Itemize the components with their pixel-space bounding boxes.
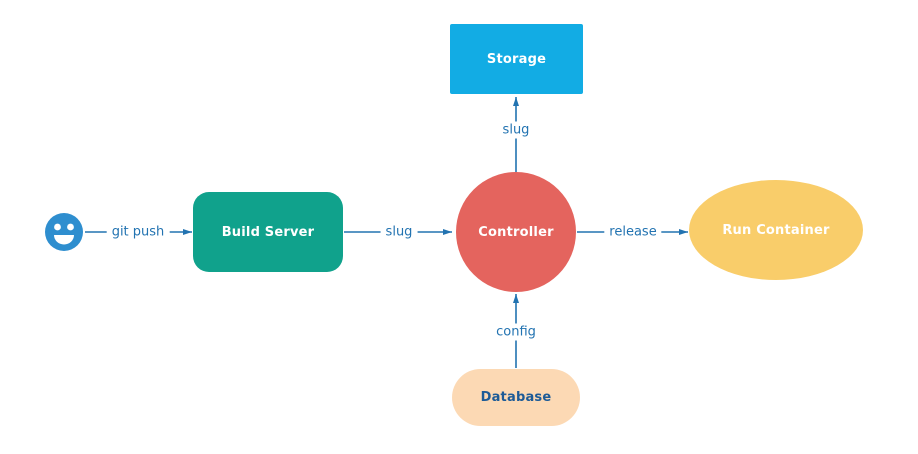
edge-label-slug-up: slug: [497, 121, 535, 139]
edge-label-git-push: git push: [106, 223, 170, 241]
node-database-label: Database: [480, 390, 552, 405]
edge-label-config: config: [491, 323, 541, 341]
node-build-server[interactable]: Build Server: [193, 192, 343, 272]
edge-label-slug: slug: [380, 223, 418, 241]
node-controller-label: Controller: [478, 224, 554, 240]
node-controller[interactable]: Controller: [456, 172, 576, 292]
smiley-face-icon[interactable]: [44, 212, 84, 252]
node-run-container[interactable]: Run Container: [689, 180, 863, 280]
node-storage[interactable]: Storage: [450, 24, 583, 94]
edge-label-release: release: [604, 223, 662, 241]
node-database[interactable]: Database: [452, 369, 580, 426]
node-build-server-label: Build Server: [221, 224, 315, 240]
node-run-container-label: Run Container: [722, 222, 830, 238]
node-storage-label: Storage: [486, 51, 547, 67]
